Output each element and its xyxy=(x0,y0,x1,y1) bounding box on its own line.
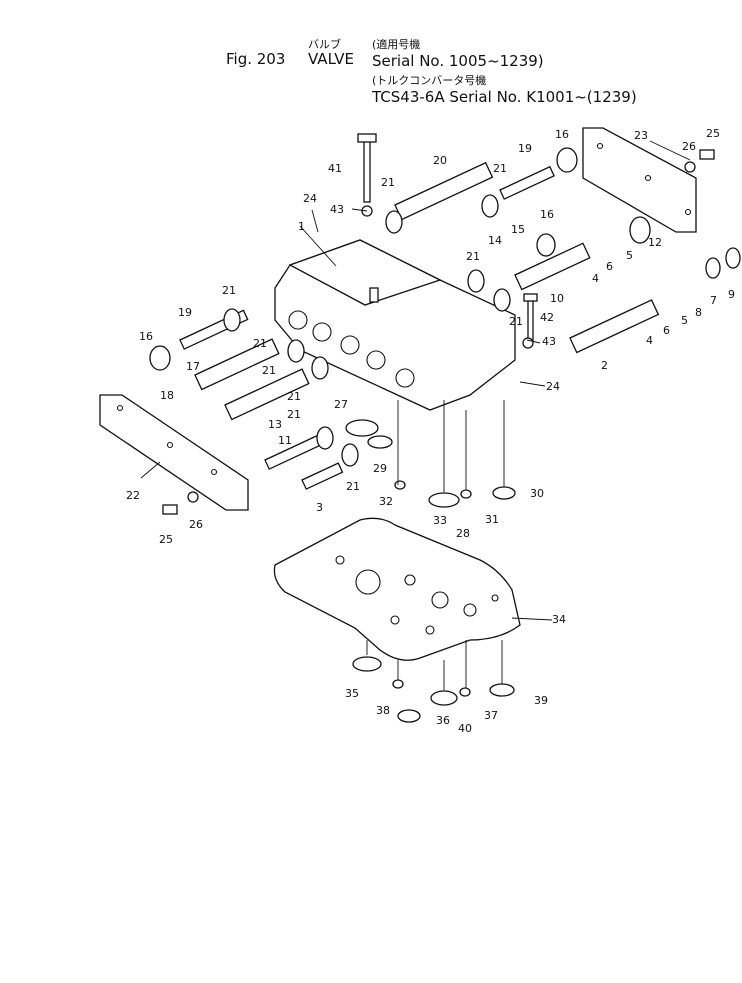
plug-16-mid xyxy=(536,233,556,257)
spool-2 xyxy=(569,299,660,354)
bolt-25-left xyxy=(162,504,178,515)
applicability-1-japanese: (適用号機 xyxy=(372,38,421,51)
leader-lines xyxy=(140,140,691,690)
callout-label: 37 xyxy=(484,709,498,722)
callout-label: 16 xyxy=(540,208,554,221)
spool-10 xyxy=(514,242,591,291)
separator-plate xyxy=(273,517,521,661)
callout-label: 19 xyxy=(518,142,532,155)
callout-label: 21 xyxy=(262,364,276,377)
bolt-42 xyxy=(523,293,538,341)
callout-label: 12 xyxy=(648,236,662,249)
spring-11 xyxy=(264,433,325,470)
spool-17 xyxy=(194,338,280,391)
callout-label: 7 xyxy=(710,294,717,307)
callout-label: 30 xyxy=(530,487,544,500)
callout-label: 20 xyxy=(433,154,447,167)
callout-label: 5 xyxy=(626,249,633,262)
callout-labels: 1 2 3 4 4 5 5 6 6 7 8 9 10 11 12 13 14 1… xyxy=(126,127,735,735)
bolt-41 xyxy=(357,133,377,203)
plug-16-top xyxy=(556,147,578,173)
callout-label: 26 xyxy=(682,140,696,153)
figure-number: Fig. 203 xyxy=(226,50,286,68)
callout-label: 38 xyxy=(376,704,390,717)
callout-label: 28 xyxy=(456,527,470,540)
callout-label: 39 xyxy=(534,694,548,707)
callout-label: 26 xyxy=(189,518,203,531)
callout-label: 23 xyxy=(634,129,648,142)
callout-label: 9 xyxy=(728,288,735,301)
callout-label: 4 xyxy=(592,272,599,285)
callout-label: 21 xyxy=(222,284,236,297)
callout-label: 18 xyxy=(160,389,174,402)
callout-label: 5 xyxy=(681,314,688,327)
callout-label: 21 xyxy=(466,250,480,263)
spool-20 xyxy=(394,161,494,221)
o-rings xyxy=(187,161,741,723)
callout-label: 43 xyxy=(330,203,344,216)
bolt-25-right xyxy=(699,149,715,160)
callout-label: 31 xyxy=(485,513,499,526)
callout-label: 27 xyxy=(334,398,348,411)
callout-label: 42 xyxy=(540,311,554,324)
valve-body xyxy=(274,239,516,411)
callout-label: 15 xyxy=(511,223,525,236)
callout-label: 17 xyxy=(186,360,200,373)
callout-label: 22 xyxy=(126,489,140,502)
callout-label: 8 xyxy=(695,306,702,319)
callout-label: 3 xyxy=(316,501,323,514)
spring-19-right xyxy=(499,165,555,200)
piston-12 xyxy=(629,216,651,244)
callout-label: 25 xyxy=(706,127,720,140)
callout-label: 24 xyxy=(546,380,560,393)
cover-plate-right xyxy=(582,127,697,233)
callout-label: 32 xyxy=(379,495,393,508)
spool-13 xyxy=(224,368,310,421)
callout-label: 19 xyxy=(178,306,192,319)
callout-label: 11 xyxy=(278,434,292,447)
applicability-2-serial: TCS43-6A Serial No. K1001~(1239) xyxy=(372,88,637,106)
callout-label: 2 xyxy=(601,359,608,372)
callout-label: 16 xyxy=(555,128,569,141)
callout-label: 21 xyxy=(381,176,395,189)
callout-label: 33 xyxy=(433,514,447,527)
callout-label: 10 xyxy=(550,292,564,305)
callout-label: 41 xyxy=(328,162,342,175)
callout-label: 16 xyxy=(139,330,153,343)
callout-label: 21 xyxy=(253,337,267,350)
callout-label: 29 xyxy=(373,462,387,475)
callout-label: 36 xyxy=(436,714,450,727)
spring-3 xyxy=(301,462,344,490)
callout-label: 4 xyxy=(646,334,653,347)
applicability-2-japanese: (トルクコンバータ号機 xyxy=(372,74,487,87)
callout-label: 21 xyxy=(493,162,507,175)
callout-label: 13 xyxy=(268,418,282,431)
callout-label: 40 xyxy=(458,722,472,735)
title-japanese: バルブ xyxy=(308,38,341,51)
callout-label: 21 xyxy=(287,390,301,403)
callout-label: 6 xyxy=(663,324,670,337)
figure-title: VALVE xyxy=(308,50,355,68)
callout-label: 21 xyxy=(509,315,523,328)
callout-label: 34 xyxy=(552,613,566,626)
callout-label: 35 xyxy=(345,687,359,700)
callout-label: 21 xyxy=(287,408,301,421)
callout-label: 25 xyxy=(159,533,173,546)
cover-plate-left xyxy=(99,394,249,511)
applicability-1-serial: Serial No. 1005~1239) xyxy=(372,52,544,70)
callout-label: 43 xyxy=(542,335,556,348)
callout-label: 14 xyxy=(488,234,502,247)
callout-label: 24 xyxy=(303,192,317,205)
callout-label: 21 xyxy=(346,480,360,493)
plug-16-left xyxy=(149,345,171,371)
callout-label: 6 xyxy=(606,260,613,273)
callout-label: 1 xyxy=(298,220,305,233)
